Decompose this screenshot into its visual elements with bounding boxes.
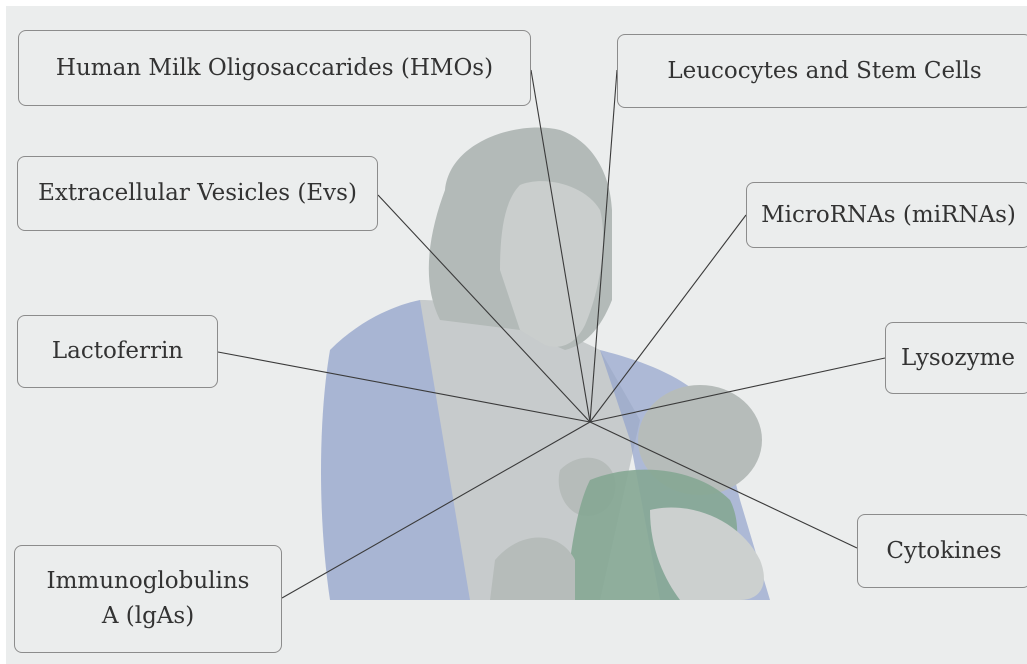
label-hmo: Human Milk Oligosaccarides (HMOs) <box>18 30 531 106</box>
label-hmo-text: Human Milk Oligosaccarides (HMOs) <box>56 54 493 83</box>
label-mirna: MicroRNAs (miRNAs) <box>746 182 1027 248</box>
label-lactoferrin-text: Lactoferrin <box>52 337 183 366</box>
label-lactoferrin: Lactoferrin <box>17 315 218 388</box>
label-evs: Extracellular Vesicles (Evs) <box>17 156 378 231</box>
label-leucocytes: Leucocytes and Stem Cells <box>617 34 1027 108</box>
breastfeeding-illustration <box>321 128 770 601</box>
label-cytokines-text: Cytokines <box>886 537 1001 566</box>
label-evs-text: Extracellular Vesicles (Evs) <box>38 179 357 208</box>
label-lysozyme: Lysozyme <box>885 322 1027 394</box>
label-iga-line1: Immunoglobulins <box>47 567 250 596</box>
label-mirna-text: MicroRNAs (miRNAs) <box>761 201 1016 230</box>
label-iga-line2: A (lgAs) <box>102 602 194 631</box>
label-cytokines: Cytokines <box>857 514 1027 588</box>
label-iga: Immunoglobulins A (lgAs) <box>14 545 282 653</box>
label-lysozyme-text: Lysozyme <box>901 344 1015 373</box>
label-leucocytes-text: Leucocytes and Stem Cells <box>667 57 981 86</box>
